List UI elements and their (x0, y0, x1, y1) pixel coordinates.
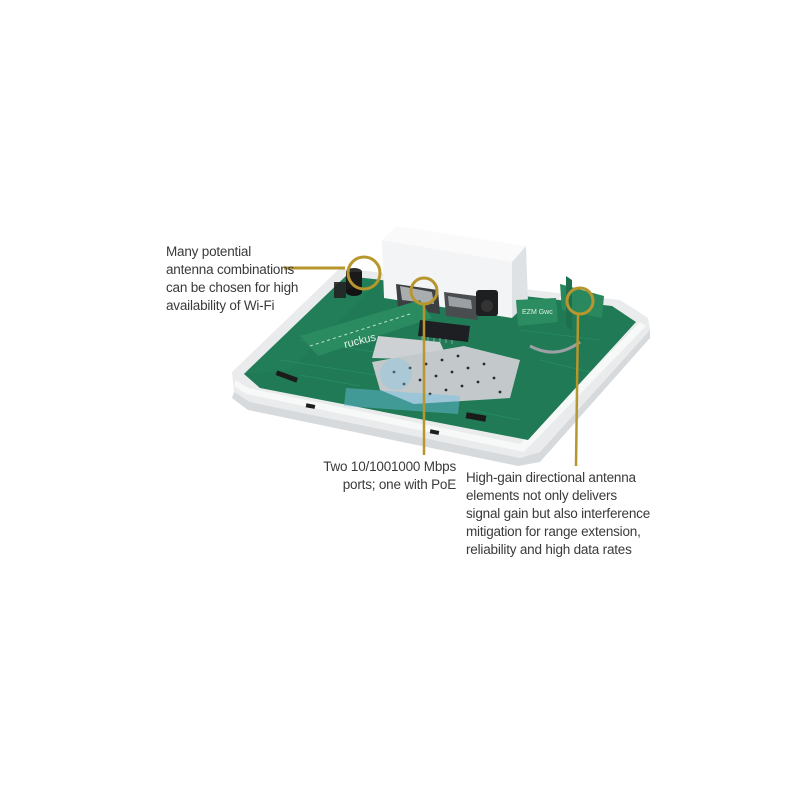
callout-line: Many potential (166, 244, 252, 259)
callout-line: elements not only delivers (466, 488, 617, 503)
callout-leader-lines (284, 255, 595, 467)
callout-line: reliability and high data rates (466, 542, 632, 557)
callout-line: Two 10/1001000 Mbps (323, 459, 456, 474)
callout-line: availability of Wi-Fi (166, 298, 275, 313)
callout-line: High-gain directional antenna (466, 470, 636, 485)
callout-ethernet-ports: Two 10/1001000 Mbps ports; one with PoE (300, 458, 456, 494)
svg-text:EZM Gwc: EZM Gwc (522, 309, 553, 316)
callout-line: can be chosen for high (166, 280, 299, 295)
callout-line: signal gain but also interference (466, 506, 651, 521)
callout-line: mitigation for range extension, (466, 524, 641, 539)
callout-line: antenna combinations (166, 262, 295, 277)
callout-antenna-combinations: Many potential antenna combinations can … (166, 243, 298, 315)
callout-line: ports; one with PoE (342, 477, 456, 492)
callout-directional-antenna: High-gain directional antenna elements n… (466, 469, 650, 559)
